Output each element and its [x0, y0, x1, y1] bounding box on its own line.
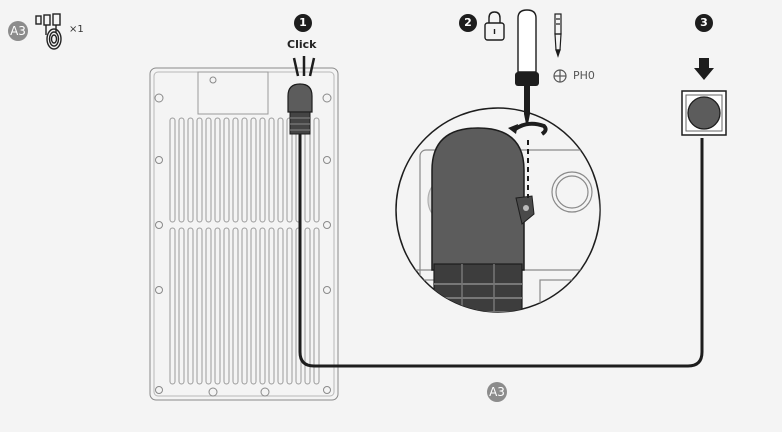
screwdriver-bit-icon: [554, 13, 562, 58]
part-quantity: ×1: [69, 24, 84, 35]
phillips-icon: [553, 69, 567, 83]
lock-icon: [484, 11, 505, 41]
step-1-number: 1: [294, 14, 312, 32]
cable-part-badge: A3: [8, 21, 28, 41]
cable-connector-on-device: [287, 83, 313, 135]
step-1-label: Click: [287, 38, 317, 51]
step-2-number: 2: [459, 14, 477, 32]
wall-socket: [681, 90, 727, 136]
cable-coil-icon: [35, 13, 62, 50]
screwdriver-icon: [515, 9, 539, 124]
down-arrow-icon: [694, 58, 714, 80]
device-unit: [149, 67, 339, 401]
cable: [298, 134, 704, 368]
click-indicator-icon: [292, 56, 316, 77]
cooling-fins: [169, 117, 320, 385]
screwdriver-bit-label: PH0: [573, 69, 595, 82]
step-3-number: 3: [695, 14, 713, 32]
zoom-detail: [395, 107, 601, 313]
cable-label-badge: A3: [487, 382, 507, 402]
rotate-arrow-icon: [508, 121, 548, 136]
